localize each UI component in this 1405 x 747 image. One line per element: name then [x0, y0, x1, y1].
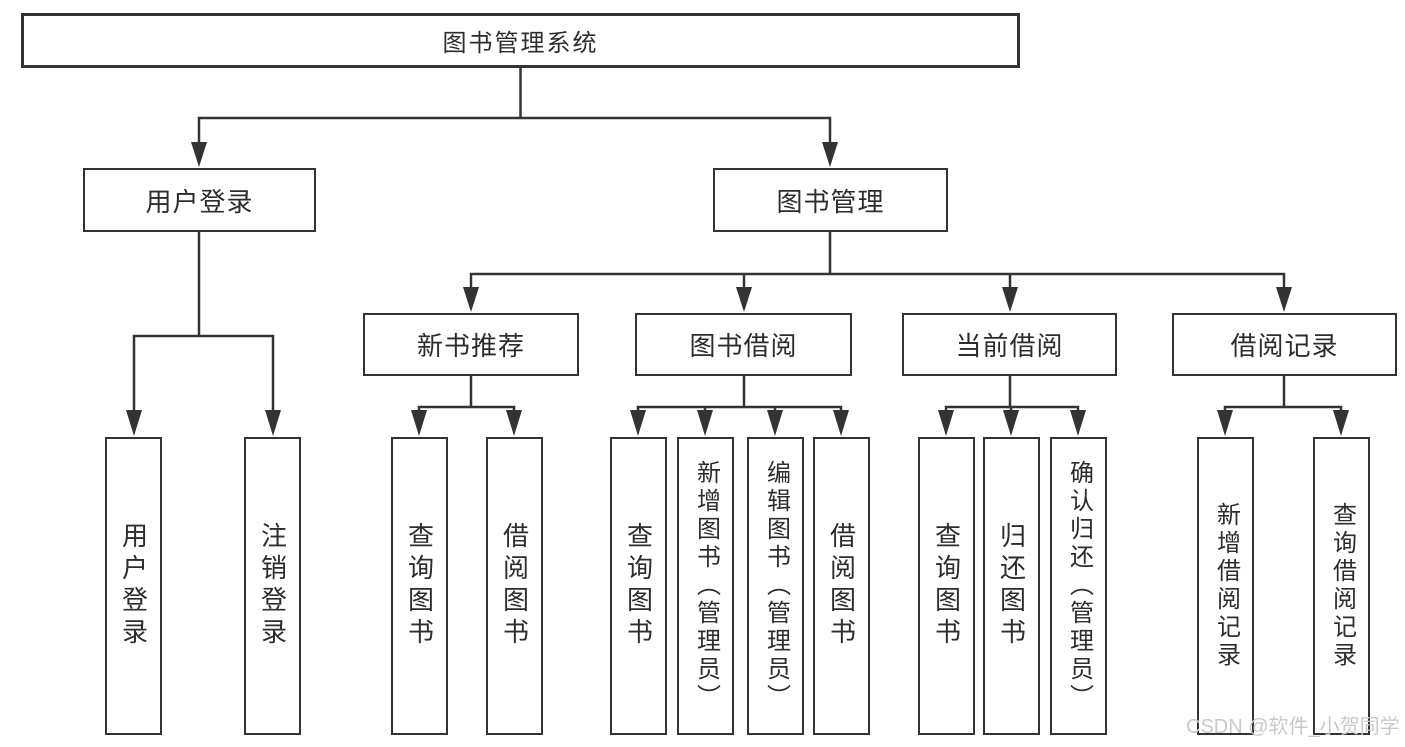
node-borrow-records-label: 借阅记录 [1230, 331, 1339, 361]
leaf-borrow-edit-books-admin-label: 编辑图书（管理员） [762, 460, 790, 712]
leaf-records-query-record: 查询借阅记录 [1313, 437, 1370, 735]
arrowheads [126, 142, 1349, 436]
node-book-management-branch: 图书管理 [713, 168, 948, 232]
leaf-borrow-edit-books-admin: 编辑图书（管理员） [747, 437, 804, 735]
leaf-borrow-add-books-admin: 新增图书（管理员） [677, 437, 734, 735]
leaf-borrow-borrow-books-label: 借阅图书 [826, 522, 857, 650]
node-borrow-records: 借阅记录 [1172, 313, 1397, 376]
leaf-logout: 注销登录 [244, 437, 301, 735]
node-user-login-branch: 用户登录 [83, 168, 316, 232]
leaf-records-add-record-label: 新增借阅记录 [1212, 502, 1240, 670]
leaf-borrow-query-books: 查询图书 [610, 437, 667, 735]
leaf-recommend-borrow-books: 借阅图书 [486, 437, 543, 735]
leaf-logout-label: 注销登录 [257, 522, 288, 650]
leaf-current-query-books: 查询图书 [918, 437, 975, 735]
leaf-current-return-books: 归还图书 [983, 437, 1040, 735]
node-user-login-branch-label: 用户登录 [145, 186, 254, 217]
node-current-borrow-label: 当前借阅 [955, 331, 1064, 361]
csdn-watermark: CSDN @软件_小贺同学 [1186, 716, 1400, 738]
leaf-borrow-query-books-label: 查询图书 [623, 522, 654, 650]
node-root: 图书管理系统 [21, 13, 1020, 68]
leaf-recommend-query-books-label: 查询图书 [404, 522, 435, 650]
node-new-book-recommend: 新书推荐 [363, 313, 579, 376]
leaf-recommend-borrow-books-label: 借阅图书 [499, 522, 530, 650]
leaf-recommend-query-books: 查询图书 [391, 437, 448, 735]
leaf-records-add-record: 新增借阅记录 [1197, 437, 1254, 735]
leaf-borrow-borrow-books: 借阅图书 [813, 437, 870, 735]
node-book-borrow: 图书借阅 [635, 313, 852, 376]
node-root-label: 图书管理系统 [442, 30, 599, 57]
leaf-current-query-books-label: 查询图书 [931, 522, 962, 650]
node-book-borrow-label: 图书借阅 [689, 331, 798, 361]
leaf-user-login-label: 用户登录 [118, 522, 149, 650]
leaf-current-return-books-label: 归还图书 [996, 522, 1027, 650]
node-new-book-recommend-label: 新书推荐 [416, 331, 525, 361]
node-book-management-branch-label: 图书管理 [776, 186, 885, 217]
leaf-current-confirm-return-admin: 确认归还（管理员） [1050, 437, 1107, 735]
node-current-borrow: 当前借阅 [902, 313, 1117, 376]
leaf-borrow-add-books-admin-label: 新增图书（管理员） [692, 460, 720, 712]
leaf-user-login: 用户登录 [105, 437, 162, 735]
leaf-records-query-record-label: 查询借阅记录 [1328, 502, 1356, 670]
leaf-current-confirm-return-admin-label: 确认归还（管理员） [1065, 460, 1093, 712]
